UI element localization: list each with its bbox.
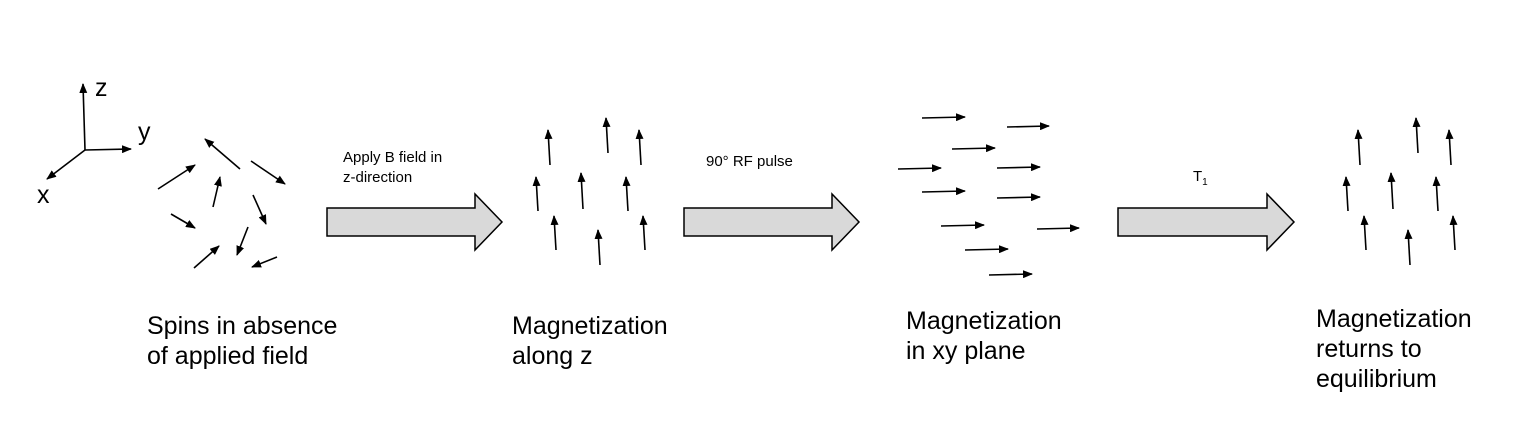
spin-arrow-up (1342, 176, 1351, 212)
spin-arrow-right (940, 221, 985, 230)
spin-arrow-right (1036, 224, 1080, 233)
coordinate-axes (46, 83, 132, 180)
spin-arrow-up (1404, 229, 1413, 266)
x-axis-arrow (46, 149, 86, 180)
spin-arrow-right (921, 113, 966, 122)
spin-arrow-right (1006, 122, 1050, 131)
spin-arrow-right (951, 144, 996, 153)
caption-equilibrium: Magnetization returns to equilibrium (1316, 305, 1472, 393)
caption-random-spins: Spins in absence of applied field (147, 312, 338, 370)
spin-arrow-random (252, 194, 267, 225)
spin-arrow-up (544, 129, 553, 166)
spin-arrow-up (622, 176, 631, 212)
spin-arrow-up (1354, 129, 1363, 166)
axis-label-y: y (138, 118, 151, 146)
spin-arrow-right (897, 164, 942, 173)
process-arrow-2 (683, 192, 861, 252)
spin-groups (157, 113, 1458, 279)
spin-arrow-random (193, 245, 220, 269)
spin-arrow-right (988, 270, 1033, 279)
spin-arrow-up (1387, 172, 1396, 210)
caption-xy-plane: Magnetization in xy plane (906, 307, 1062, 365)
spin-arrow-up (1432, 176, 1441, 212)
axis-label-x: x (37, 181, 50, 209)
spin-arrow-random (236, 226, 249, 256)
axis-label-z: z (95, 74, 108, 102)
spin-arrow-random (157, 164, 196, 190)
spin-arrow-random (251, 256, 278, 268)
step-label-t1: T1 (1193, 167, 1208, 193)
spin-arrow-random (212, 176, 222, 208)
t1-subscript: 1 (1202, 177, 1208, 188)
process-arrows (326, 192, 1296, 252)
spin-arrow-random (250, 160, 286, 185)
spin-arrow-up (1360, 215, 1369, 251)
spin-arrow-up (639, 215, 648, 251)
spin-arrow-right (921, 187, 966, 196)
spin-arrow-up (550, 215, 559, 251)
y-axis-arrow (84, 145, 132, 154)
spin-arrow-up (1449, 215, 1458, 251)
spin-arrow-up (1445, 129, 1454, 166)
process-arrow-1 (326, 192, 504, 252)
step-label-apply-b-field: Apply B field in z-direction (343, 149, 443, 186)
spin-arrow-random (204, 138, 241, 170)
spin-arrow-up (532, 176, 541, 212)
spin-arrow-up (635, 129, 644, 166)
z-axis-arrow (79, 83, 88, 151)
spin-arrow-right (996, 193, 1041, 202)
spin-arrow-up (594, 229, 603, 266)
spin-arrow-up (577, 172, 586, 210)
spin-arrow-random (170, 213, 196, 229)
process-arrow-3 (1117, 192, 1296, 252)
spin-arrow-up (602, 117, 611, 154)
step-label-rf-pulse: 90° RF pulse (706, 153, 793, 170)
caption-along-z: Magnetization along z (512, 312, 668, 370)
t1-main: T (1193, 168, 1203, 185)
spin-arrow-right (964, 245, 1009, 254)
spin-arrow-right (996, 163, 1041, 172)
spin-arrow-up (1412, 117, 1421, 154)
